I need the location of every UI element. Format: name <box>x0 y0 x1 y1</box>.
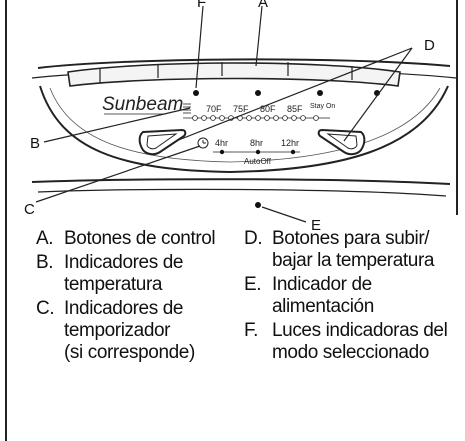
timer-label-8hr: 8hr <box>250 138 263 148</box>
temperature-indicator-led <box>201 115 207 121</box>
timer-label-4hr: 4hr <box>215 138 228 148</box>
temperature-up-button[interactable] <box>317 128 366 156</box>
callout-label-d: D <box>424 37 435 54</box>
legend-text: Indicadores de temperatura <box>64 252 184 295</box>
legend-key: F. <box>244 320 258 341</box>
callout-label-a: A <box>258 0 268 11</box>
callout-leader-f <box>195 5 204 89</box>
legend-item-e: E. Indicador de alimentación <box>244 274 447 318</box>
temperature-label-75: 75F <box>233 104 249 114</box>
callout-leader-b <box>43 107 191 143</box>
legend-key: E. <box>244 274 262 295</box>
legend-key: B. <box>36 252 54 273</box>
legend-item-d: D. Botones para subir/ bajar la temperat… <box>244 228 447 272</box>
temperature-down-button[interactable] <box>138 128 187 156</box>
legend-text: Botones para subir/ bajar la temperatura <box>272 228 435 271</box>
timer-indicator-led <box>255 149 261 155</box>
legend-text: Indicador de alimentación <box>272 274 374 317</box>
control-button-bar[interactable] <box>67 62 401 87</box>
temperature-down-button-inner <box>146 133 178 150</box>
frame-right-border <box>456 0 458 215</box>
temperature-label-stay-on: Stay On <box>310 103 335 110</box>
temperature-indicators: 70F 75F 80F 85F Stay On <box>183 103 335 121</box>
temperature-indicator-led <box>210 115 216 121</box>
power-indicator-light <box>255 202 261 208</box>
legend-key: D. <box>244 228 263 249</box>
mode-indicator-light <box>255 90 261 96</box>
unit-top-rim <box>37 58 451 69</box>
brand-logo: Sunbeam <box>102 94 183 115</box>
callout-leader-a <box>255 5 263 67</box>
temperature-indicator-led <box>282 115 288 121</box>
callout-label-e: E <box>311 217 321 234</box>
legend-item-c: C. Indicadores de temporizador (si corre… <box>36 298 215 364</box>
timer-clock-icon <box>197 137 209 149</box>
callout-leader-d-right <box>343 47 413 142</box>
timer-indicator-led <box>290 149 296 155</box>
temperature-indicator-led <box>264 115 270 121</box>
legend-right-column: D. Botones para subir/ bajar la temperat… <box>244 228 448 366</box>
timer-indicators: 4hr 8hr 12hr AutoOff <box>197 137 300 166</box>
callout-leader-d-left <box>175 47 413 142</box>
legend-text: Luces indicadoras del modo seleccionado <box>272 320 448 363</box>
callout-leader-e <box>261 206 307 223</box>
legend-left-column: A. Botones de control B. Indicadores de … <box>36 228 216 366</box>
temperature-label-80: 80F <box>260 104 276 114</box>
auto-off-label: AutoOff <box>244 157 272 166</box>
callout-label-b: B <box>30 135 40 152</box>
unit-base-line <box>37 188 447 197</box>
unit-base-line <box>31 178 451 185</box>
timer-indicator-led <box>219 149 225 155</box>
temperature-indicator-led <box>273 115 279 121</box>
control-panel-inner-edge <box>49 87 441 163</box>
temperature-indicator-led <box>300 115 306 121</box>
timer-label-12hr: 12hr <box>281 138 299 148</box>
callout-leader-c <box>35 145 201 203</box>
legend-item-a: A. Botones de control <box>36 228 216 250</box>
temperature-indicator-led <box>313 115 319 121</box>
legend-text: Botones de control <box>64 228 216 249</box>
temperature-up-button-inner <box>326 133 358 150</box>
callout-label-c: C <box>24 201 35 218</box>
frame-left-border <box>5 0 7 441</box>
temperature-indicator-led <box>219 115 225 121</box>
temperature-indicator-led <box>291 115 297 121</box>
temperature-label-85: 85F <box>287 104 303 114</box>
temperature-indicator-led <box>192 115 198 121</box>
mode-indicator-light <box>317 90 323 96</box>
temperature-label-70: 70F <box>206 104 222 114</box>
fan-mode-icon <box>183 103 191 114</box>
legend-item-b: B. Indicadores de temperatura <box>36 252 215 296</box>
temperature-indicator-led <box>255 115 261 121</box>
temperature-indicator-led <box>246 115 252 121</box>
callout-label-f: F <box>197 0 206 11</box>
legend-item-f: F. Luces indicadoras del modo selecciona… <box>244 320 448 364</box>
legend-key: A. <box>36 228 54 249</box>
mode-indicator-light <box>193 90 199 96</box>
legend-key: C. <box>36 298 55 319</box>
legend-text: Indicadores de temporizador (si correspo… <box>64 298 195 363</box>
